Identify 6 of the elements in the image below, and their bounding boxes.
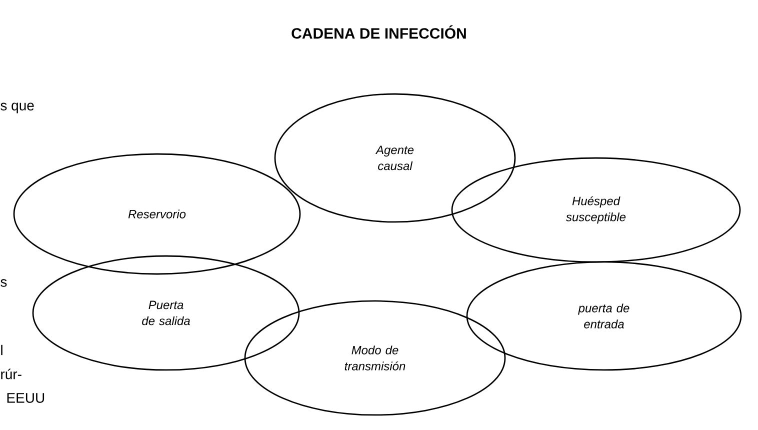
title: CADENA DE INFECCIÓN <box>292 25 466 39</box>
text-fragment: s que <box>0 102 34 114</box>
text-fragment: EEUU <box>7 393 44 403</box>
text-fragment: s <box>0 279 7 287</box>
text-fragment: l <box>1 344 2 356</box>
text-fragment: rúr- <box>1 368 22 380</box>
